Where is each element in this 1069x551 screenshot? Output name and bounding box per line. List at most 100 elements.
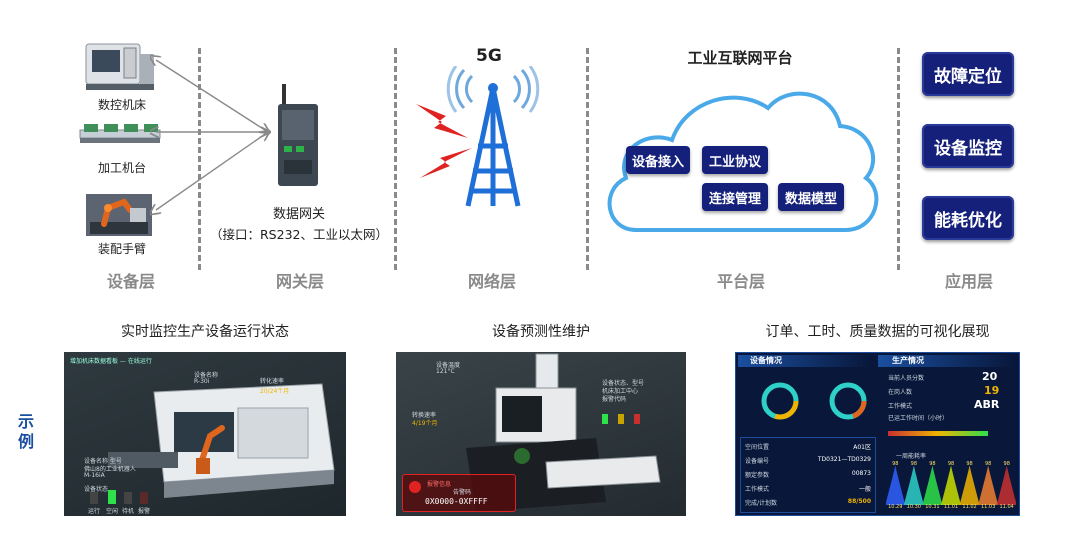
energy-peak-label: 98 (1004, 461, 1010, 467)
section-left-title: 设备情况 (750, 356, 782, 365)
device-info-table: 空间位置 A01区 设备编号 TD0321—TD0329 额定参数 00873 … (740, 437, 876, 513)
energy-peak-label: 98 (948, 461, 954, 467)
cnc-machine-render (108, 383, 335, 498)
energy-peak-label: 98 (966, 461, 972, 467)
panel2-callout-rate-value: 4/19个月 (412, 420, 438, 427)
layer-label-application: 应用层 (944, 272, 993, 291)
chart-date-label: 11.04 (999, 504, 1014, 510)
cnc-machine-icon (85, 43, 154, 90)
panel1-header: 增加机床数据看板 — 在线运行 (70, 358, 152, 365)
platform-module-connection-management: 连接管理 (702, 183, 768, 211)
predictive-maintenance-panel: 设备温度 121°C 转换速率 4/19个月 设备状态、型号 机床加工中心 报警… (396, 352, 686, 516)
panel2-callout-temp: 设备温度 (436, 362, 461, 369)
section-right-title: 生产情况 (892, 356, 924, 365)
panel1-callout-robot: 佛山8的工业机器人 (84, 466, 136, 473)
platform-module-data-model: 数据模型 (778, 183, 844, 211)
status-lamp-standby (124, 492, 132, 504)
energy-peak (941, 465, 961, 505)
energy-peak (959, 465, 980, 505)
chart-caption: 一周能耗率 (896, 453, 927, 460)
stat-value-staff: 20 (982, 370, 998, 383)
panel1-callout-robot-model: M-16iA (84, 472, 105, 479)
section-left-bar (738, 355, 872, 367)
info-label-progress: 完成/计划数 (745, 500, 778, 507)
info-value-device-id: TD0321—TD0329 (817, 456, 871, 463)
info-label-rated: 额定参数 (745, 472, 770, 479)
divider-3 (586, 48, 589, 270)
alarm-box: 报警信息 告警码 0X0000-0XFFFF (402, 474, 516, 512)
app-energy-optimization: 能耗优化 (922, 196, 1014, 240)
caption-predictive-maintenance: 设备预测性维护 (492, 324, 590, 340)
chart-date-label: 11.02 (962, 504, 977, 510)
chart-date-label: 11.01 (943, 504, 959, 510)
energy-peak (903, 465, 924, 505)
info-label-mode: 工作模式 (745, 486, 770, 493)
panel2-lamp-yellow (618, 414, 624, 424)
panel1-callout-device: 设备名称 型号 (84, 458, 122, 465)
5g-tower-icon (416, 66, 540, 207)
status-label-standby: 待机 (122, 508, 135, 515)
energy-peak (978, 465, 999, 505)
stat-value-onduty: 19 (984, 384, 1000, 397)
gateway-device-icon (278, 84, 318, 186)
divider-2 (394, 48, 397, 270)
robot-arm-icon (86, 194, 152, 236)
energy-peak-label: 98 (911, 461, 917, 467)
info-value-location: A01区 (853, 444, 871, 451)
device-label-cnc: 数控机床 (97, 98, 146, 112)
info-label-device-id: 设备编号 (745, 458, 770, 465)
energy-peak-label: 98 (892, 461, 898, 467)
gateway-subtitle: （接口：RS232、工业以太网） (210, 227, 388, 242)
energy-peak-label: 98 (985, 461, 991, 467)
gateway-title: 数据网关 (272, 207, 325, 222)
example-label: 示例 (18, 412, 35, 451)
stat-label-staff: 当前人员分数 (888, 375, 925, 382)
data-visualization-panel: 设备情况 生产情况 空间位置 A01区 设备编号 TD0321—TD0329 额… (735, 352, 1020, 516)
layer-label-platform: 平台层 (716, 272, 765, 291)
device-gateway-arrows (150, 50, 280, 220)
divider-4 (897, 48, 900, 270)
app-fault-location: 故障定位 (922, 52, 1014, 96)
device-status-donuts (761, 382, 867, 420)
stat-value-mode: ABR (974, 398, 1000, 411)
app-device-monitoring: 设备监控 (922, 124, 1014, 168)
chart-date-label: 10.30 (906, 504, 921, 510)
status-label-alarm: 报警 (138, 508, 151, 515)
layer-label-network: 网络层 (467, 272, 516, 291)
status-label-idle: 空闲 (106, 508, 119, 515)
platform-module-industrial-protocol: 工业协议 (702, 146, 768, 174)
layer-label-gateway: 网关层 (275, 272, 324, 291)
section-right-bar (878, 355, 1016, 367)
caption-data-visualization: 订单、工时、质量数据的可视化展现 (765, 324, 990, 340)
status-lamp-idle (108, 490, 116, 504)
network-title: 5G (476, 46, 502, 66)
stat-label-runtime: 已运工作时间（小时） (888, 415, 949, 422)
panel1-callout-rate-value: 20/24个月 (260, 388, 290, 395)
stat-label-mode: 工作模式 (888, 403, 913, 410)
chart-date-label: 10.31 (925, 504, 940, 510)
alarm-icon (409, 481, 421, 493)
layer-label-device: 设备层 (106, 272, 155, 291)
stat-label-onduty: 在岗人数 (888, 389, 913, 396)
platform-title: 工业互联网平台 (687, 49, 793, 67)
platform-module-device-access: 设备接入 (626, 146, 690, 174)
panel1-callout-rate: 转化速率 (260, 378, 285, 385)
panel2-callout-rate: 转换速率 (412, 412, 437, 419)
energy-peak (886, 465, 906, 505)
alarm-code: 0X0000-0XFFFF (425, 497, 488, 506)
caption-realtime-monitoring: 实时监控生产设备运行状态 (121, 324, 289, 340)
alarm-sub: 告警码 (453, 489, 472, 496)
panel1-callout-name: 设备名称 (194, 372, 219, 379)
info-value-rated: 00873 (851, 470, 871, 477)
info-value-mode: 一般 (858, 486, 871, 493)
chart-date-label: 11.03 (980, 504, 996, 510)
panel2-callout-temp-value: 121°C (436, 368, 455, 375)
realtime-monitoring-panel: 增加机床数据看板 — 在线运行 设备名称 R-30i 转化速率 20/24个月 … (64, 352, 346, 516)
panel2-callout-machine: 机床加工中心 (602, 388, 639, 395)
status-label-run: 运行 (88, 508, 101, 515)
alarm-title: 报警信息 (427, 481, 452, 488)
energy-peak (996, 465, 1016, 505)
panel2-lamp-green (602, 414, 608, 424)
device-label-line: 加工机台 (97, 161, 146, 175)
energy-peak (922, 465, 943, 505)
